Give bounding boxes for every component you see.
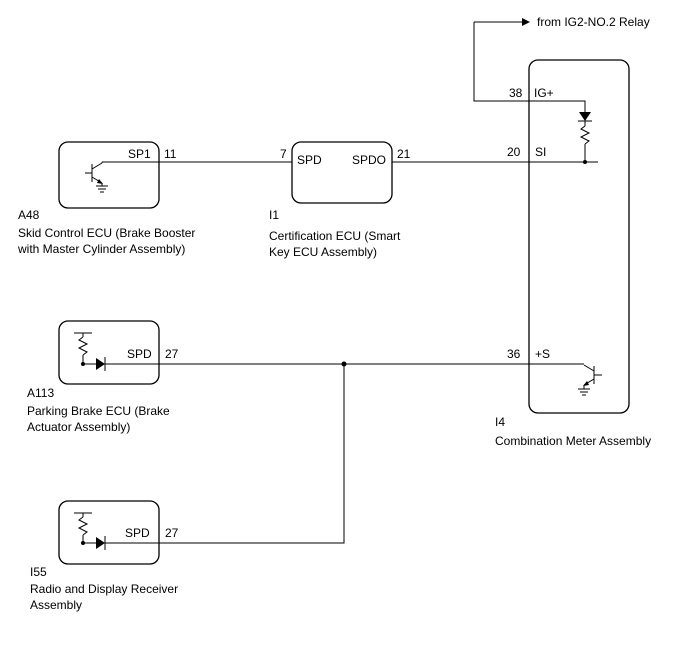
meter-resistor-icon [579,125,591,145]
skid-pin-num: 11 [164,147,177,161]
certification-ecu: 7 SPD SPDO 21 I1 Certification ECU (Smar… [269,141,411,259]
parking-diode-icon [96,358,105,370]
relay-label: from IG2-NO.2 Relay [537,15,650,29]
parking-pin-num: 27 [165,347,179,361]
meter-ig-num: 38 [509,86,523,100]
radio-pin-name: SPD [125,526,150,540]
parking-brake-ecu: SPD 27 A113 Parking Brake ECU (Brake Act… [27,320,179,434]
meter-ig-name: IG+ [534,86,554,100]
transistor-icon [85,161,159,193]
meter-transistor-icon [578,364,602,396]
skid-code: A48 [18,208,40,222]
radio-name-line2: Assembly [30,598,82,612]
combination-meter: 38 IG+ 20 SI 36 +S I4 Combination Meter … [495,59,651,448]
radio-resistor-icon [77,516,89,536]
cert-code: I1 [269,208,279,222]
skid-control-ecu: SP1 11 A48 Skid Control ECU (Brake Boost… [17,141,195,256]
meter-diode-icon [579,112,591,121]
meter-si-name: SI [535,145,546,159]
meter-transistor-arrow-icon [583,381,589,386]
cert-name-line1: Certification ECU (Smart [269,229,401,243]
meter-name-line1: Combination Meter Assembly [495,434,651,448]
parking-pin-name: SPD [127,347,152,361]
transistor-emitter-arrow-icon [97,179,103,184]
skid-ecu-box [58,141,160,209]
parking-ecu-box [58,320,160,385]
radio-branch-wire [159,364,345,544]
meter-s-name: +S [535,347,550,361]
cert-pin-in-name: SPD [297,153,322,167]
meter-box [528,59,630,414]
junction-dot [341,361,347,367]
radio-box [58,500,160,565]
cert-pin-out-num: 21 [397,147,411,161]
radio-diode-icon [96,537,105,549]
meter-code: I4 [495,415,505,429]
cert-pin-in-num: 7 [280,147,287,161]
skid-name-line2: with Master Cylinder Assembly) [17,242,185,256]
meter-s-num: 36 [507,347,521,361]
meter-si-dot [583,160,587,164]
radio-receiver: SPD 27 I55 Radio and Display Receiver As… [30,500,179,612]
radio-pin-num: 27 [165,526,179,540]
radio-name-line1: Radio and Display Receiver [30,582,178,596]
parking-name-line1: Parking Brake ECU (Brake [27,404,170,418]
skid-name-line1: Skid Control ECU (Brake Booster [18,226,195,240]
cert-ecu-box [291,141,393,204]
parking-resistor-icon [77,336,89,356]
parking-name-line2: Actuator Assembly) [27,420,130,434]
meter-si-num: 20 [507,145,521,159]
skid-pin-name: SP1 [128,147,151,161]
cert-name-line2: Key ECU Assembly) [269,245,377,259]
radio-code: I55 [30,565,47,579]
cert-pin-out-name: SPDO [352,153,386,167]
wires [159,18,598,544]
parking-code: A113 [27,386,54,400]
